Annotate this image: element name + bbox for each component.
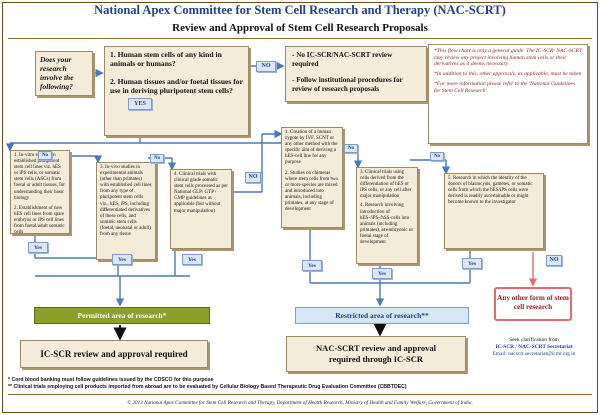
restricted-item-4-text: 4. Research involving introduction of hE… xyxy=(360,203,414,246)
no-label-r2: No xyxy=(430,152,444,161)
nac-scrt-approval-line-2: required through IC-SCR xyxy=(329,353,423,364)
yes-label-p3: Yes xyxy=(182,254,202,265)
title-divider xyxy=(8,38,592,39)
no-label-p2: No xyxy=(150,154,164,163)
no-review-item-2: - Follow institutional procedures for re… xyxy=(292,76,403,93)
permitted-item-3: 3. In-vivo studies in experimental anima… xyxy=(96,162,156,260)
seek-label: Seek clarification from xyxy=(509,337,559,343)
page-title: National Apex Committee for Stem Cell Re… xyxy=(94,3,506,17)
permitted-item-1: 1. In-vitro studies on established pluri… xyxy=(10,150,70,236)
note-1: *This flow chart is only a general guide… xyxy=(434,48,582,68)
note-3: *For more information please refer to th… xyxy=(434,80,576,94)
nac-scrt-approval-box: NAC-SCRT review and approval required th… xyxy=(286,336,466,372)
copyright-notice: © 2013 National Apex Committee for Stem … xyxy=(127,400,473,406)
no-review-box: - No IC-SCR/NAC-SCRT review required - F… xyxy=(285,46,427,102)
permitted-item-2-text: 2. Establishment of new hES cell lines f… xyxy=(14,205,65,236)
no-review-item-1: - No IC-SCR/NAC-SCRT review required xyxy=(292,51,393,68)
permitted-area-banner: Permitted area of research* xyxy=(34,307,210,324)
guidance-note: *This flow chart is only a general guide… xyxy=(428,44,588,144)
restricted-item-2-text: 2. Studies on chimeras where stem cells … xyxy=(285,170,339,213)
restricted-area-banner: Restricted area of research** xyxy=(295,307,469,324)
note-2: *In addition to this, other approvals, a… xyxy=(434,71,582,78)
restricted-item-3-text: 3. Clinical trials using cells derived f… xyxy=(360,170,412,200)
secretariat-name: IC-SCR / NAC-SCRT Secretariat xyxy=(495,343,573,350)
yes-label-r3: Yes xyxy=(462,258,482,269)
other-research-box: Any other form of stem cell research xyxy=(494,287,572,321)
question-box: Does your research involve the following… xyxy=(35,51,93,96)
permitted-item-1-text: 1. In-vitro studies on established pluri… xyxy=(14,153,65,201)
no-label-r1: No xyxy=(344,144,358,153)
criteria-item-2: 2. Human tissues and/or foetal tissues f… xyxy=(110,76,243,95)
footnote-1: * Cord blood banking must follow guideli… xyxy=(8,377,214,383)
footnote-2: ** Clinical trials employing cell produc… xyxy=(8,384,407,390)
question-text: Does your research involve the following… xyxy=(40,55,74,91)
restricted-item-5-text: 5. Research in which the identity of the… xyxy=(448,176,533,206)
no-label-p3: NO xyxy=(245,172,261,183)
yes-label-main: YES xyxy=(128,98,152,110)
yes-label-p2: Yes xyxy=(112,254,132,265)
no-label-main: NO xyxy=(256,61,276,72)
yes-label-p1: Yes xyxy=(28,242,48,253)
criteria-item-1: 1. Human stem cells of any kind in anima… xyxy=(110,50,222,69)
yes-label-r2: Yes xyxy=(372,268,392,279)
nac-scrt-approval-line-1: NAC-SCRT review and approval xyxy=(316,343,436,353)
permitted-item-3-text: 3. In-vivo studies in experimental anima… xyxy=(100,165,152,238)
no-label-r3: NO xyxy=(546,255,562,266)
criteria-box: 1. Human stem cells of any kind in anima… xyxy=(104,46,249,136)
ic-scr-approval-box: IC-SCR review and approval required xyxy=(20,340,208,368)
secretariat-email[interactable]: Email: nacscrt.secretariat@icmr.org.in xyxy=(492,350,576,357)
restricted-item-1: 1. Creation of a human zygote by IVF, SC… xyxy=(281,127,343,228)
footer-divider xyxy=(8,394,592,395)
no-label-p1: No xyxy=(38,151,52,160)
restricted-item-1-text: 1. Creation of a human zygote by IVF, SC… xyxy=(285,130,338,166)
permitted-item-4-text: 4. Clinical trials with clinical grade s… xyxy=(174,172,228,214)
restricted-item-3: 3. Clinical trials using cells derived f… xyxy=(356,167,418,264)
yes-label-r1: Yes xyxy=(302,260,322,271)
restricted-item-5: 5. Research in which the identity of the… xyxy=(444,173,544,249)
page-subtitle: Review and Approval of Stem Cell Researc… xyxy=(172,22,428,34)
clarification-contact: Seek clarification from IC-SCR / NAC-SCR… xyxy=(478,337,590,357)
permitted-item-4: 4. Clinical trials with clinical grade s… xyxy=(170,169,232,249)
footnotes: * Cord blood banking must follow guideli… xyxy=(8,377,592,391)
